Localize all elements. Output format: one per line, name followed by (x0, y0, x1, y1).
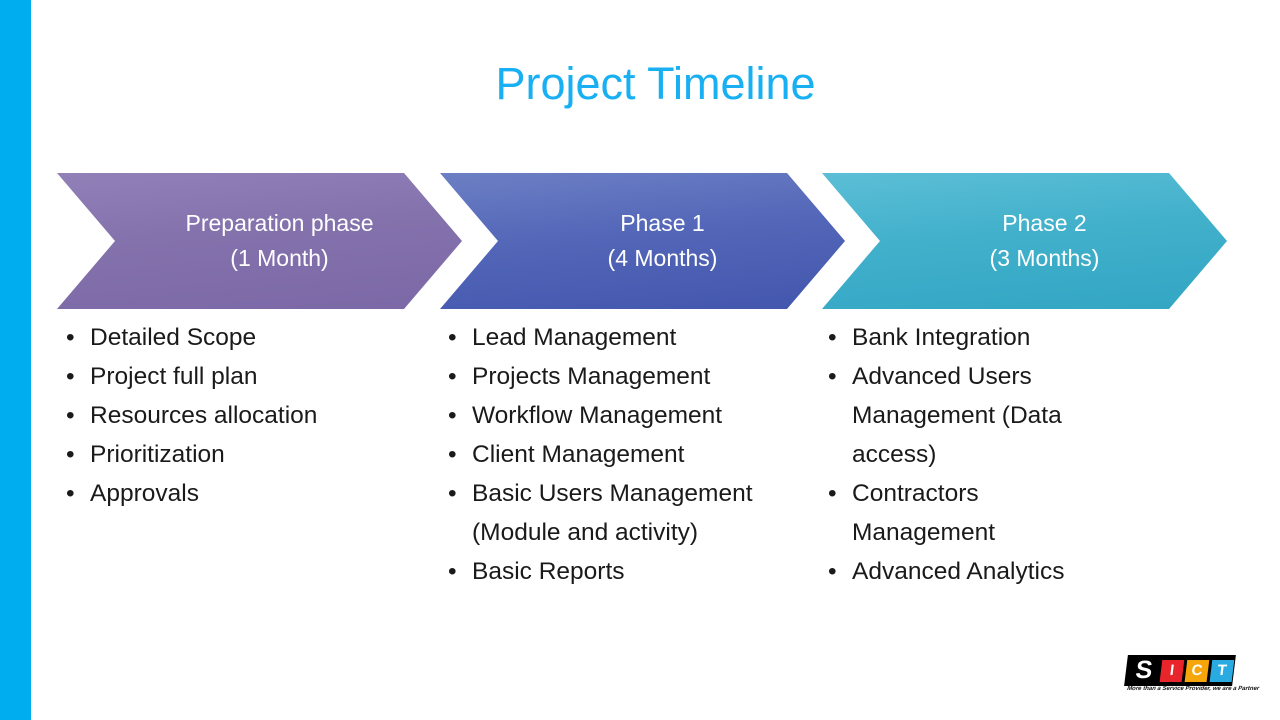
phase-chevron-phase-2[interactable]: Phase 2 (3 Months) (822, 173, 1227, 309)
phase-chevron-phase-1[interactable]: Phase 1 (4 Months) (440, 173, 845, 309)
phase-chevron-name: Phase 1 (620, 210, 705, 236)
page-title: Project Timeline (495, 58, 816, 109)
list-item: Advanced Users Management (Data access) (821, 357, 1111, 474)
sict-logo: S I C T More than a Service Provider, we… (1124, 655, 1260, 700)
logo-tagline: More than a Service Provider, we are a P… (1126, 686, 1260, 692)
list-item: Prioritization (59, 435, 429, 474)
list-item: Advanced Analytics (821, 552, 1111, 591)
list-item: Detailed Scope (59, 318, 429, 357)
phase-chevron-name: Phase 2 (1002, 210, 1087, 236)
bullet-list: Lead Management Projects Management Work… (441, 318, 781, 591)
list-item: Basic Reports (441, 552, 781, 591)
logo-letter-s: S (1133, 656, 1155, 684)
logo-letter-marks: S I C T (1124, 655, 1236, 686)
phase-deliverables-phase-1: Lead Management Projects Management Work… (441, 318, 781, 591)
logo-letter-t: T (1209, 659, 1235, 682)
list-item: Workflow Management (441, 396, 781, 435)
phase-chevron-duration: (4 Months) (607, 245, 718, 271)
phase-chevron-name: Preparation phase (185, 210, 374, 236)
left-accent-bar (0, 0, 31, 720)
logo-letter-i: I (1159, 659, 1185, 682)
phase-chevron-duration: (1 Month) (230, 245, 329, 271)
list-item: Contractors Management (821, 474, 1111, 552)
phase-chevron-duration: (3 Months) (989, 245, 1100, 271)
list-item: Projects Management (441, 357, 781, 396)
phase-deliverables-preparation: Detailed Scope Project full plan Resourc… (59, 318, 429, 513)
list-item: Lead Management (441, 318, 781, 357)
phase-chevron-preparation[interactable]: Preparation phase (1 Month) (57, 173, 462, 309)
bullet-list: Bank Integration Advanced Users Manageme… (821, 318, 1111, 591)
list-item: Resources allocation (59, 396, 429, 435)
phase-chevron-row: Preparation phase (1 Month) Phase 1 (4 M… (0, 173, 1280, 309)
list-item: Approvals (59, 474, 429, 513)
list-item: Bank Integration (821, 318, 1111, 357)
list-item: Client Management (441, 435, 781, 474)
bullet-list: Detailed Scope Project full plan Resourc… (59, 318, 429, 513)
list-item: Project full plan (59, 357, 429, 396)
phase-deliverables-phase-2: Bank Integration Advanced Users Manageme… (821, 318, 1111, 591)
list-item: Basic Users Management (Module and activ… (441, 474, 781, 552)
logo-letter-c: C (1184, 659, 1210, 682)
